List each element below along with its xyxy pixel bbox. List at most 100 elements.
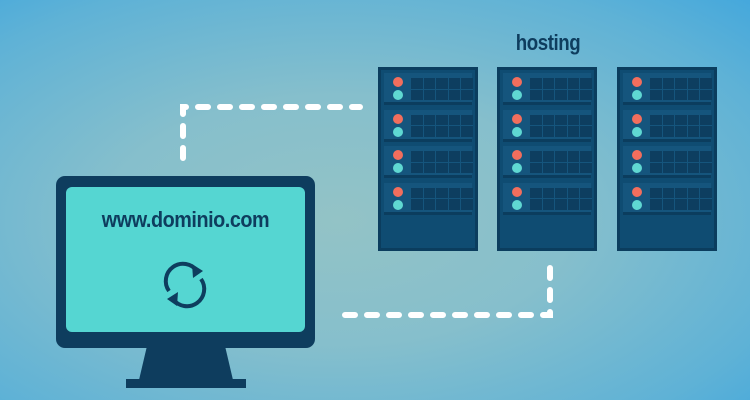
drive-bay <box>436 162 448 173</box>
drive-bay <box>662 114 675 125</box>
drive-bay-grid <box>530 187 592 210</box>
drive-bay <box>675 126 687 137</box>
drive-bay <box>423 78 436 89</box>
status-led-teal <box>632 126 642 137</box>
drive-bay <box>436 151 448 162</box>
monitor-stand-base <box>126 379 246 388</box>
drive-bay <box>650 151 662 162</box>
domain-url: www.dominio.com <box>101 207 270 232</box>
drive-bay <box>542 114 555 125</box>
drive-bay-grid <box>650 78 712 100</box>
server-unit <box>623 109 712 142</box>
drive-bay <box>700 151 712 162</box>
server-unit <box>384 146 473 178</box>
drive-bay <box>675 78 687 89</box>
drive-bay <box>687 199 700 210</box>
status-led-red <box>512 77 522 87</box>
drive-bay-grid <box>530 78 592 100</box>
drive-bay <box>542 187 555 198</box>
status-led-red <box>512 113 522 124</box>
status-led-red <box>393 77 403 87</box>
drive-bay <box>555 162 567 173</box>
drive-bay <box>411 162 423 173</box>
drive-bay <box>436 114 448 125</box>
status-led-teal <box>512 199 522 210</box>
drive-bay <box>675 151 687 162</box>
drive-bay <box>530 187 542 198</box>
drive-bay <box>411 114 423 125</box>
drive-bay <box>675 199 687 210</box>
drive-bay <box>700 162 712 173</box>
drive-bay <box>461 114 473 125</box>
drive-bay <box>687 78 700 89</box>
status-led-teal <box>393 163 403 173</box>
drive-bay <box>436 89 448 100</box>
status-led-teal <box>632 199 642 210</box>
drive-bay <box>700 126 712 137</box>
drive-bay <box>448 162 461 173</box>
drive-bay <box>555 199 567 210</box>
drive-bay <box>662 162 675 173</box>
drive-bay <box>567 78 580 89</box>
server-to-monitor-bottom-link <box>333 265 553 318</box>
drive-bay <box>555 78 567 89</box>
drive-bay <box>700 199 712 210</box>
status-led-teal <box>393 126 403 137</box>
drive-bay-grid <box>411 187 473 210</box>
drive-bay <box>448 114 461 125</box>
server-unit <box>503 73 592 105</box>
drive-bay-grid <box>530 114 592 137</box>
drive-bay <box>448 187 461 198</box>
drive-bay <box>411 78 423 89</box>
drive-bay <box>542 151 555 162</box>
drive-bay <box>423 151 436 162</box>
status-led-teal <box>512 126 522 137</box>
status-led-red <box>512 150 522 160</box>
server-rack-1 <box>378 67 478 251</box>
drive-bay <box>700 89 712 100</box>
drive-bay <box>662 187 675 198</box>
drive-bay <box>461 199 473 210</box>
status-led-teal <box>512 163 522 173</box>
refresh-icon <box>163 261 207 309</box>
drive-bay <box>448 199 461 210</box>
drive-bay <box>687 114 700 125</box>
drive-bay <box>436 126 448 137</box>
drive-bay <box>542 126 555 137</box>
drive-bay <box>423 162 436 173</box>
drive-bay <box>662 199 675 210</box>
drive-bay <box>461 187 473 198</box>
drive-bay <box>687 151 700 162</box>
drive-bay <box>530 126 542 137</box>
server-rack-2 <box>497 67 597 251</box>
drive-bay <box>687 126 700 137</box>
drive-bay <box>567 162 580 173</box>
status-led-red <box>632 113 642 124</box>
drive-bay <box>448 89 461 100</box>
server-rack-3 <box>617 67 717 251</box>
drive-bay <box>555 151 567 162</box>
server-unit <box>384 109 473 142</box>
server-unit <box>384 73 473 105</box>
drive-bay <box>567 89 580 100</box>
drive-bay <box>411 187 423 198</box>
drive-bay <box>542 162 555 173</box>
drive-bay <box>687 89 700 100</box>
drive-bay <box>530 89 542 100</box>
server-unit <box>623 182 712 215</box>
drive-bay <box>662 151 675 162</box>
drive-bay <box>461 126 473 137</box>
drive-bay-grid <box>411 114 473 137</box>
drive-bay <box>555 187 567 198</box>
drive-bay <box>650 114 662 125</box>
server-unit <box>623 146 712 178</box>
drive-bay <box>423 126 436 137</box>
drive-bay <box>580 78 592 89</box>
drive-bay <box>567 199 580 210</box>
drive-bay <box>411 126 423 137</box>
drive-bay <box>448 78 461 89</box>
drive-bay <box>542 78 555 89</box>
drive-bay-grid <box>650 187 712 210</box>
drive-bay <box>436 187 448 198</box>
drive-bay <box>675 89 687 100</box>
